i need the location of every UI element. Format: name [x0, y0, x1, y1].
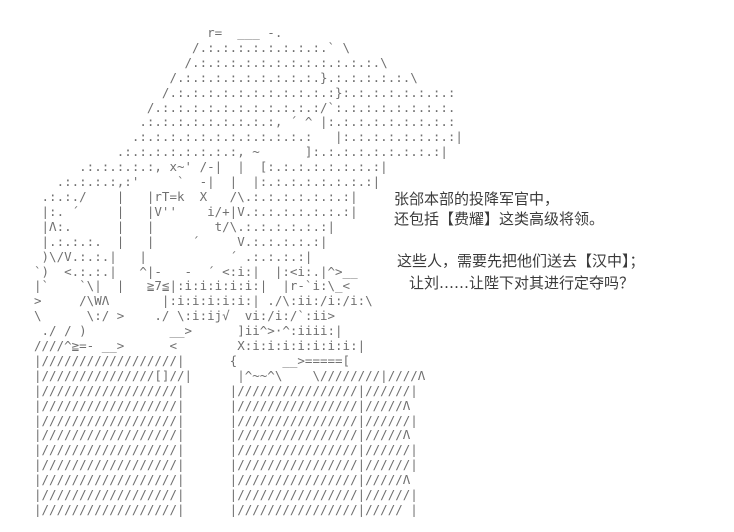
dialogue-line-2: 还包括【费耀】这类高级将领。	[394, 210, 605, 228]
dialogue-line-3: 这些人，需要先把他们送去【汉中】；	[397, 252, 645, 270]
dialogue-line-4: 让刘……让陛下对其进行定夺吗？	[409, 274, 635, 292]
ascii-art-character: r= ___ -. /.:.:.:.:.:.:.:.:.` \ /.:.:.:.…	[34, 25, 463, 517]
dialogue-line-1: 张郃本部的投降军官中，	[394, 190, 560, 208]
